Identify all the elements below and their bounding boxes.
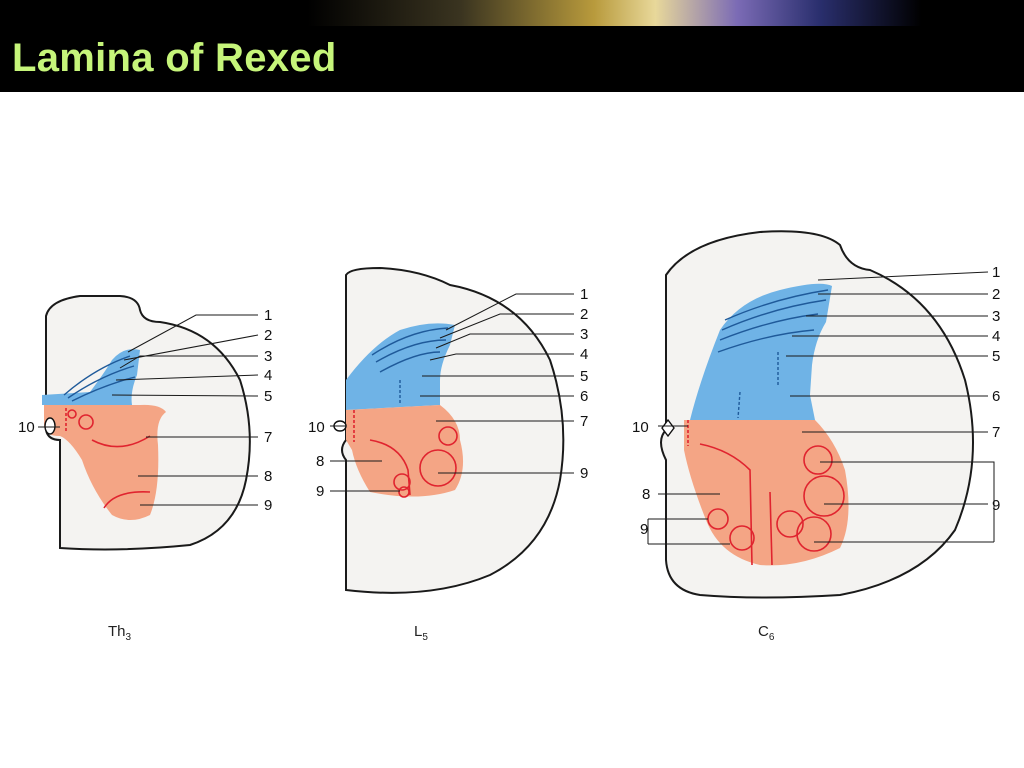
section-l5: 1 2 3 4 5 6 7 9 10 8 9 L5 (308, 266, 588, 643)
th3-label-3: 3 (264, 348, 272, 365)
l5-label-5: 5 (580, 368, 588, 385)
l5-label-10: 10 (308, 419, 325, 436)
c6-caption: C6 (758, 623, 775, 643)
th3-label-7: 7 (264, 429, 272, 446)
l5-label-6: 6 (580, 388, 588, 405)
th3-caption: Th3 (108, 623, 132, 643)
th3-label-9: 9 (264, 497, 272, 514)
c6-label-5: 5 (992, 348, 1000, 365)
l5-label-1: 1 (580, 286, 588, 303)
l5-label-3: 3 (580, 326, 588, 343)
l5-label-4: 4 (580, 346, 588, 363)
c6-central-canal (661, 418, 675, 438)
th3-label-4: 4 (264, 367, 272, 384)
c6-label-3: 3 (992, 308, 1000, 325)
th3-central-canal (44, 417, 56, 435)
l5-caption: L5 (414, 623, 428, 643)
section-th3: 1 2 3 4 5 7 8 9 10 Th3 (18, 295, 272, 643)
th3-leader-lines (38, 314, 259, 506)
th3-ventral-grey (44, 404, 166, 520)
c6-leader-lines (647, 271, 995, 545)
c6-label-9: 9 (992, 497, 1000, 514)
l5-ventral-grey (346, 405, 464, 497)
l5-label-7: 7 (580, 413, 588, 430)
th3-label-10: 10 (18, 419, 35, 436)
th3-label-1: 1 (264, 307, 272, 324)
title-bar (0, 26, 1024, 92)
c6-label-7: 7 (992, 424, 1000, 441)
c6-label-8: 8 (642, 486, 650, 503)
c6-label-10: 10 (632, 419, 649, 436)
c6-label-2: 2 (992, 286, 1000, 303)
th3-dorsal-grey (42, 349, 140, 405)
th3-label-2: 2 (264, 327, 272, 344)
c6-label-9-left: 9 (640, 521, 648, 538)
top-decorative-strip (0, 0, 1024, 26)
l5-dorsal-grey (346, 323, 455, 410)
l5-label-2: 2 (580, 306, 588, 323)
c6-ventral-grey (684, 420, 849, 566)
c6-label-6: 6 (992, 388, 1000, 405)
l5-label-8: 8 (316, 453, 324, 470)
section-c6: 1 2 3 4 5 6 7 9 10 8 9 C6 (632, 230, 1000, 643)
slide-title: Lamina of Rexed (12, 36, 337, 80)
l5-leader-lines (330, 293, 574, 492)
l5-label-9-left: 9 (316, 483, 324, 500)
c6-label-1: 1 (992, 264, 1000, 281)
c6-label-4: 4 (992, 328, 1000, 345)
th3-label-5: 5 (264, 388, 272, 405)
l5-label-9: 9 (580, 465, 588, 482)
th3-label-8: 8 (264, 468, 272, 485)
